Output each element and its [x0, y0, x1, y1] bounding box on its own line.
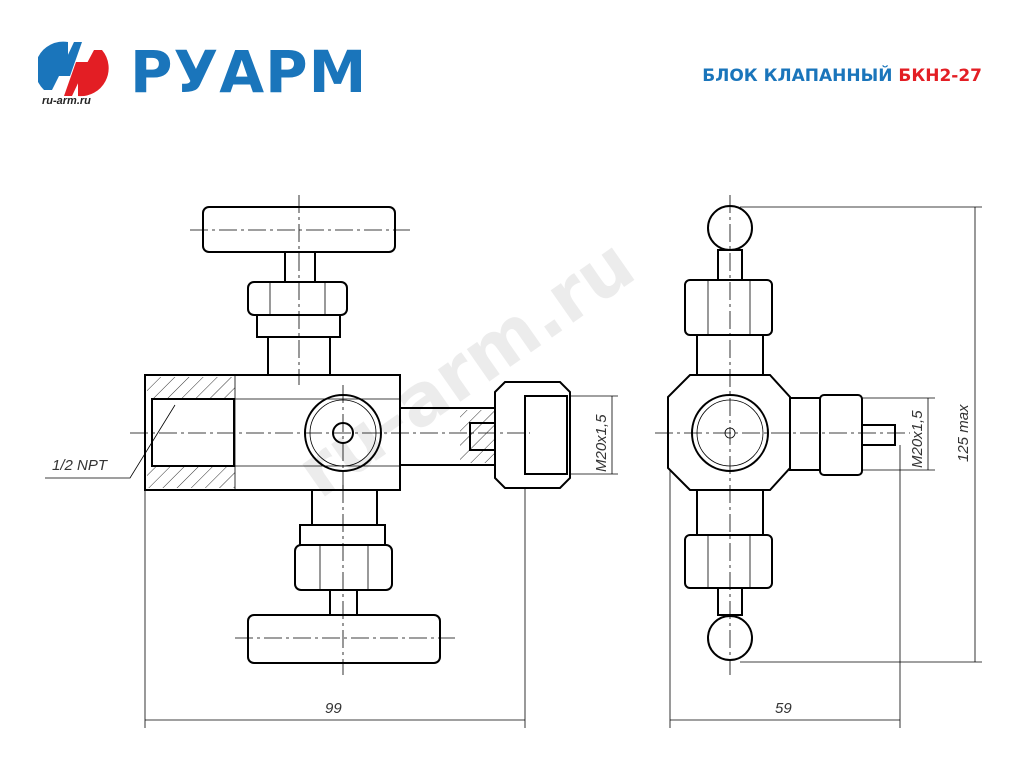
page-title: БЛОК КЛАПАННЫЙ БКН2-27 [702, 66, 982, 86]
dim-width-side: 59 [775, 700, 792, 717]
dim-width-front: 99 [325, 700, 342, 717]
dim-thread-outlet-side: M20x1,5 [909, 410, 926, 468]
dim-thread-outlet-front: M20x1,5 [593, 414, 610, 472]
brand-site: ru-arm.ru [42, 95, 91, 107]
title-main: БЛОК КЛАПАННЫЙ [702, 66, 893, 86]
title-model: БКН2-27 [898, 66, 982, 86]
brand-name: РУАРМ [130, 38, 368, 106]
front-view: 99 1/2 NPT M20x1,5 [45, 195, 618, 728]
dim-thread-inlet: 1/2 NPT [52, 457, 109, 474]
side-view: 59 125 max M20x1,5 [655, 195, 982, 728]
dim-height-side: 125 max [955, 404, 972, 462]
logo-emblem-icon [38, 41, 109, 97]
